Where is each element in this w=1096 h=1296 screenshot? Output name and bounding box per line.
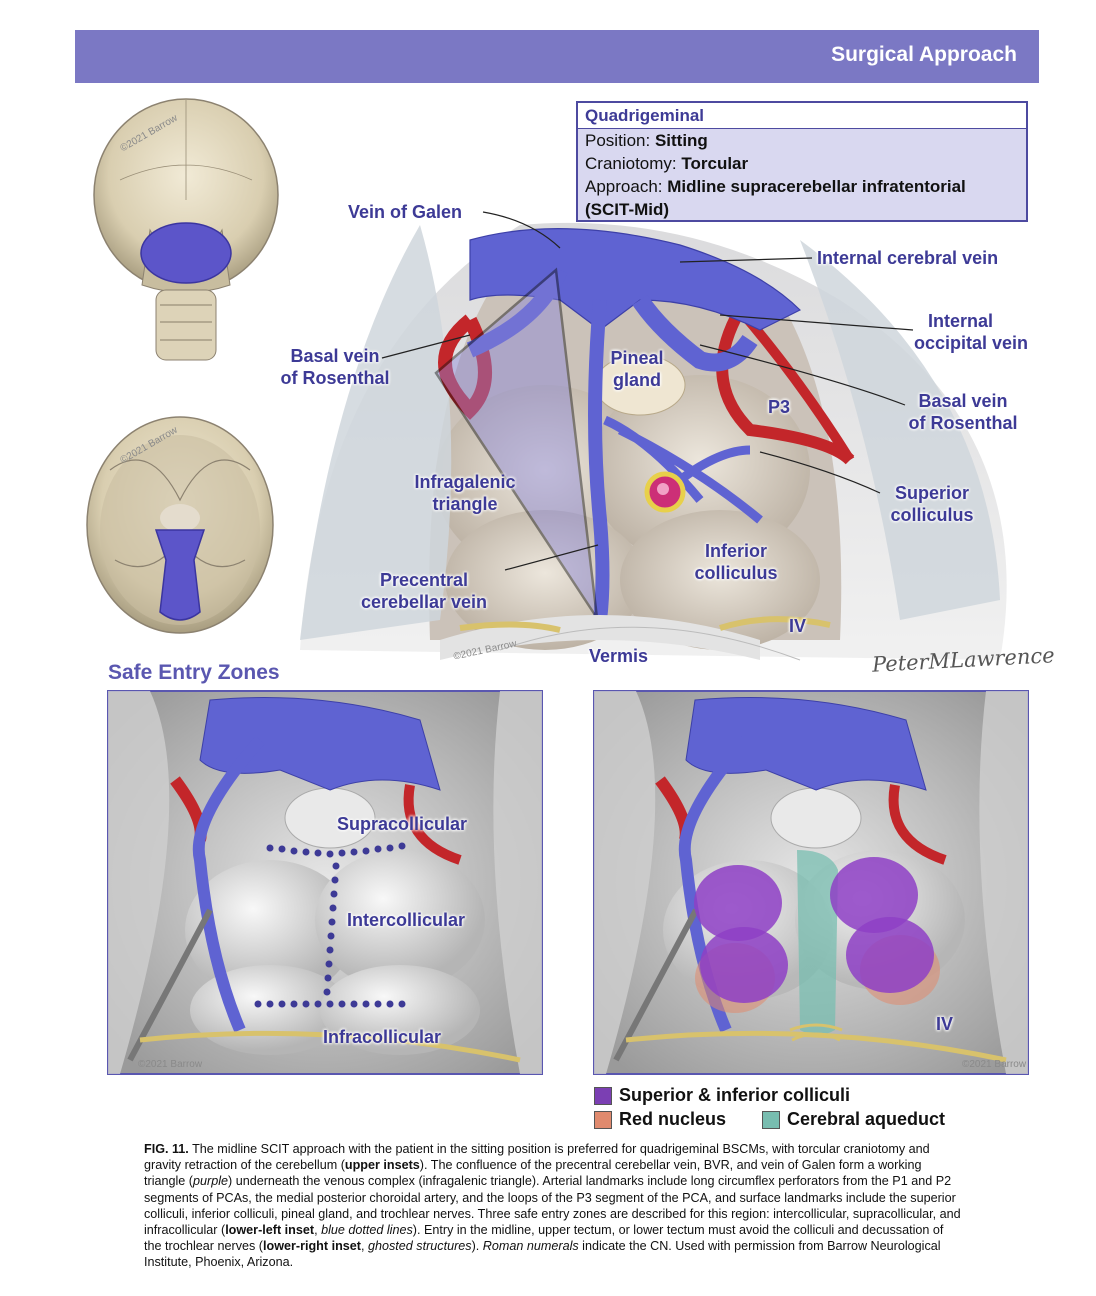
copyright-inset-right: ©2021 Barrow: [962, 1059, 1027, 1070]
label-infracollicular: Infracollicular: [323, 1027, 442, 1047]
label-inferior-colliculus-line2: colliculus: [694, 563, 778, 583]
label-internal-occipital-vein-line1: Internal: [927, 311, 993, 331]
label-infragalenic-triangle: Infragalenic triangle: [402, 471, 528, 515]
legend-label-aqueduct: Cerebral aqueduct: [787, 1109, 946, 1129]
caption-text-6: ,: [360, 1239, 368, 1254]
label-precentral-cerebellar-vein: Precentral cerebellar vein: [346, 569, 502, 613]
caption-italic-4: Roman numerals: [482, 1239, 579, 1254]
label-basal-vein-left: Basal vein of Rosenthal: [270, 345, 400, 389]
label-precentral-line1: Precentral: [379, 570, 469, 590]
main-surgical-view: [300, 222, 1007, 661]
label-inferior-colliculus-line1: Inferior: [704, 541, 767, 561]
caption-italic-2: blue dotted lines: [321, 1223, 413, 1238]
leader-lines: [381, 211, 914, 571]
legend: Superior & inferior colliculi Red nucleu…: [594, 1085, 994, 1133]
approach-info-box: Quadrigeminal Position: Sitting Cranioto…: [576, 101, 1028, 222]
legend-swatch-red-nucleus: [594, 1111, 612, 1129]
caption-fig-number: FIG. 11.: [144, 1142, 189, 1156]
approach-value: Midline supracerebellar infratentorial: [667, 177, 966, 196]
skull-posterior-view: [93, 98, 279, 361]
label-basal-vein-right-line1: Basal vein: [918, 391, 1008, 411]
label-basal-vein-right: Basal vein of Rosenthal: [898, 390, 1028, 434]
label-superior-colliculus: Superior colliculus: [878, 482, 986, 526]
approach-key: Approach:: [585, 177, 663, 196]
header-bar: Surgical Approach: [75, 30, 1039, 83]
label-pineal-line1: Pineal: [610, 348, 664, 368]
label-supracollicular: Supracollicular: [337, 814, 468, 834]
infobox-position: Position: Sitting: [578, 129, 1026, 152]
header-title: Surgical Approach: [831, 43, 1017, 66]
legend-swatch-colliculi: [594, 1087, 612, 1105]
craniotomy-key: Craniotomy:: [585, 154, 677, 173]
position-key: Position:: [585, 131, 651, 150]
label-cn-iv-top: IV: [789, 616, 807, 636]
label-basal-vein-left-line2: of Rosenthal: [280, 368, 390, 388]
label-intercollicular: Intercollicular: [347, 910, 466, 930]
copyright-inset-left: ©2021 Barrow: [138, 1059, 203, 1070]
caption-text-2: ). The confluence of the precentral cere…: [144, 1158, 922, 1189]
legend-swatch-aqueduct: [762, 1111, 780, 1129]
caption-italic-3: ghosted structures: [367, 1239, 472, 1254]
caption-text-7: ).: [471, 1239, 483, 1254]
label-infragalenic-line2: triangle: [432, 494, 498, 514]
legend-item-red-nucleus: Red nucleus Cerebral aqueduct: [594, 1109, 994, 1133]
position-value: Sitting: [654, 131, 708, 150]
label-superior-colliculus-line2: colliculus: [890, 505, 974, 525]
infobox-craniotomy: Craniotomy: Torcular: [578, 152, 1026, 175]
label-vermis: Vermis: [589, 646, 649, 666]
label-internal-occipital-vein-line2: occipital vein: [913, 333, 1028, 353]
label-basal-vein-left-line1: Basal vein: [290, 346, 380, 366]
caption-bold-1: upper insets: [344, 1158, 420, 1173]
legend-label-red-nucleus: Red nucleus: [619, 1109, 727, 1129]
label-internal-cerebral-vein: Internal cerebral vein: [817, 248, 999, 268]
label-pineal-gland: Pineal gland: [602, 347, 672, 391]
label-p3: P3: [768, 397, 791, 417]
caption-bold-3: lower-right inset: [263, 1239, 361, 1254]
label-inferior-colliculus: Inferior colliculus: [683, 540, 789, 584]
approach-abbrev: (SCIT-Mid): [585, 200, 670, 219]
label-infragalenic-line1: Infragalenic: [414, 472, 516, 492]
caption-bold-2: lower-left inset: [225, 1223, 315, 1238]
caption-text-5: ). Entry in the midline, upper tectum, o…: [144, 1223, 944, 1254]
skull-base-view: [86, 416, 274, 634]
label-precentral-line2: cerebellar vein: [360, 592, 488, 612]
infobox-approach-abbrev: (SCIT-Mid): [578, 198, 1026, 221]
label-superior-colliculus-line1: Superior: [894, 483, 969, 503]
label-cn-iv-inset: IV: [936, 1014, 954, 1034]
figure-caption: FIG. 11. The midline SCIT approach with …: [144, 1141, 964, 1271]
caption-italic-1: purple: [193, 1174, 229, 1189]
label-internal-occipital-vein: Internal occipital vein: [893, 310, 1028, 354]
craniotomy-value: Torcular: [681, 154, 749, 173]
caption-text-8: indicate the CN. Used with permission fr…: [144, 1239, 941, 1270]
caption-text-3: ) underneath the venous complex (infraga…: [144, 1174, 961, 1238]
infobox-approach: Approach: Midline supracerebellar infrat…: [578, 175, 1026, 198]
legend-label-colliculi: Superior & inferior colliculi: [619, 1085, 851, 1105]
label-basal-vein-right-line2: of Rosenthal: [908, 413, 1018, 433]
inset-safe-entry-zones: [107, 690, 543, 1075]
safe-entry-zones-title: Safe Entry Zones: [108, 661, 280, 684]
infobox-title: Quadrigeminal: [578, 103, 1026, 129]
inset-ghosted-structures: [593, 690, 1029, 1075]
label-vein-of-galen: Vein of Galen: [348, 202, 463, 222]
legend-item-colliculi: Superior & inferior colliculi: [594, 1085, 894, 1109]
label-pineal-line2: gland: [613, 370, 661, 390]
caption-text-1: The midline SCIT approach with the patie…: [144, 1142, 930, 1173]
caption-text-4: ,: [314, 1223, 322, 1238]
